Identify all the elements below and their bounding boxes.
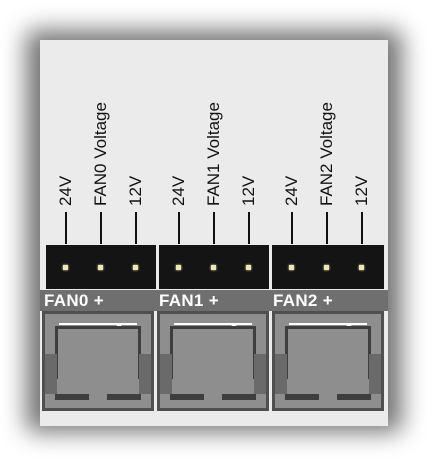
fan1-pin2	[211, 265, 216, 270]
connector-foot	[285, 394, 319, 400]
connector-side	[139, 354, 151, 394]
connector-side	[254, 354, 266, 394]
fan1-pin3-leader	[248, 212, 250, 244]
connector-side	[160, 354, 172, 394]
fan2-pin2-label: FAN2 Voltage	[317, 102, 336, 206]
connector-cavity	[285, 326, 371, 379]
fan2-pin1	[289, 265, 294, 270]
fan1-pin3	[246, 265, 251, 270]
connector-side	[45, 354, 57, 394]
fan2-name: FAN2	[273, 291, 318, 310]
fan1-pin2-leader	[213, 212, 215, 244]
connector-latch-line	[174, 323, 252, 325]
fan2-pin2	[324, 265, 329, 270]
fan1-plus: +	[208, 291, 219, 310]
fan2-pin3-label: 12V	[352, 175, 371, 206]
fan1-label: FAN1 +	[159, 290, 219, 311]
fan0-pin1-label: 24V	[56, 175, 75, 206]
fan0-pin2-leader	[100, 212, 102, 244]
fan0-pin3-label: 12V	[126, 175, 145, 206]
fan0-connector	[42, 311, 154, 411]
fan0-pin2	[98, 265, 103, 270]
fan2-pin1-leader	[291, 212, 293, 244]
connector-latch-line	[59, 323, 137, 325]
connector-side	[275, 354, 287, 394]
fan0-pin2-label: FAN0 Voltage	[91, 102, 110, 206]
fan1-pin1-leader	[178, 212, 180, 244]
fan0-name: FAN0	[44, 291, 89, 310]
fan0-pin3-leader	[135, 212, 137, 244]
fan0-pin1	[63, 265, 68, 270]
fan1-pin3-label: 12V	[239, 175, 258, 206]
fan1-name: FAN1	[159, 291, 204, 310]
fan0-plus: +	[93, 291, 104, 310]
pcb-board: 24V FAN0 Voltage 12V 24V FAN1 Voltage 12…	[40, 40, 388, 426]
silkscreen-strip	[40, 290, 388, 311]
connector-foot	[170, 394, 204, 400]
connector-side	[369, 354, 381, 394]
fan2-pin2-leader	[326, 212, 328, 244]
fan0-pin1-leader	[65, 212, 67, 244]
fan2-connector	[272, 311, 384, 411]
fan0-pin3	[133, 265, 138, 270]
fan1-pin2-label: FAN1 Voltage	[204, 102, 223, 206]
connector-latch-line	[289, 323, 367, 325]
fan1-connector	[157, 311, 269, 411]
connector-cavity	[55, 326, 141, 379]
connector-foot	[222, 394, 256, 400]
connector-cavity	[170, 326, 256, 379]
connector-foot	[337, 394, 371, 400]
fan1-pin1-label: 24V	[169, 175, 188, 206]
fan2-label: FAN2 +	[273, 290, 333, 311]
connector-foot	[55, 394, 89, 400]
fan2-pin3	[359, 265, 364, 270]
fan1-pin1	[176, 265, 181, 270]
connector-foot	[107, 394, 141, 400]
fan2-pin1-label: 24V	[282, 175, 301, 206]
fan2-pin3-leader	[361, 212, 363, 244]
fan0-label: FAN0 +	[44, 290, 104, 311]
fan2-plus: +	[322, 291, 333, 310]
